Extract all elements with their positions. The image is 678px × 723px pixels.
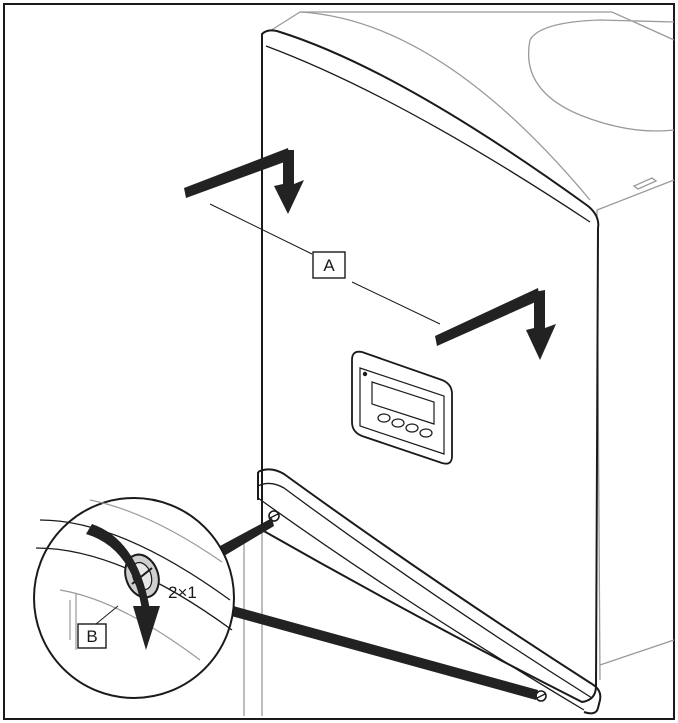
magnifier-lines: [220, 518, 538, 700]
control-display: [351, 350, 453, 465]
curved-arrow-icon: [86, 524, 160, 650]
detail-magnifier: [33, 497, 235, 699]
callout-b: B: [77, 623, 107, 649]
svg-text:A: A: [323, 256, 335, 275]
arrow-down-icon: [435, 288, 556, 360]
quantity-label: 2×1: [168, 583, 197, 602]
unit-housing: [243, 11, 675, 716]
leader-lines-a: [209, 203, 441, 325]
top-tab: [632, 177, 658, 190]
callout-a: A: [312, 251, 346, 279]
arrow-down-icon: [184, 148, 304, 214]
svg-text:B: B: [86, 627, 97, 646]
top-opening: [528, 19, 675, 132]
bottom-trim: [257, 468, 602, 715]
front-panel: [261, 29, 600, 704]
screw-icon: [535, 690, 547, 702]
leader-line-b: [95, 605, 119, 625]
diagram-frame: [3, 3, 675, 720]
